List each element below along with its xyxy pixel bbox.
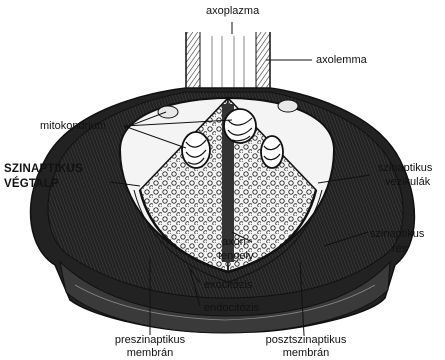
label-vezikulak-2: vezikulák [385,176,430,188]
label-endocitozis: endocitózis [204,302,259,314]
label-vegtalp: VÉGTALP [4,178,59,190]
label-res-1: szinaptikus [370,228,424,240]
label-tengely: tengely [218,250,253,262]
label-szinaptikus: SZINAPTIKUS [4,163,83,175]
label-exocitozis: exocitózis [204,279,252,291]
label-preszinaptikus: preszinaptikus [104,334,196,346]
label-mitokondrium: mitokondrium [40,120,106,132]
label-posztszinaptikus-membran: membrán [256,347,356,359]
label-preszinaptikus-membran: membrán [104,347,196,359]
label-axolemma: axolemma [316,54,367,66]
label-vezikulak-1: szinaptikus [378,162,432,174]
label-axoplazma: axoplazma [206,5,259,17]
label-res-2: rés [392,243,407,255]
axon-stalk [186,32,270,92]
label-axon: axon- [222,236,250,248]
label-posztszinaptikus: posztszinaptikus [256,334,356,346]
